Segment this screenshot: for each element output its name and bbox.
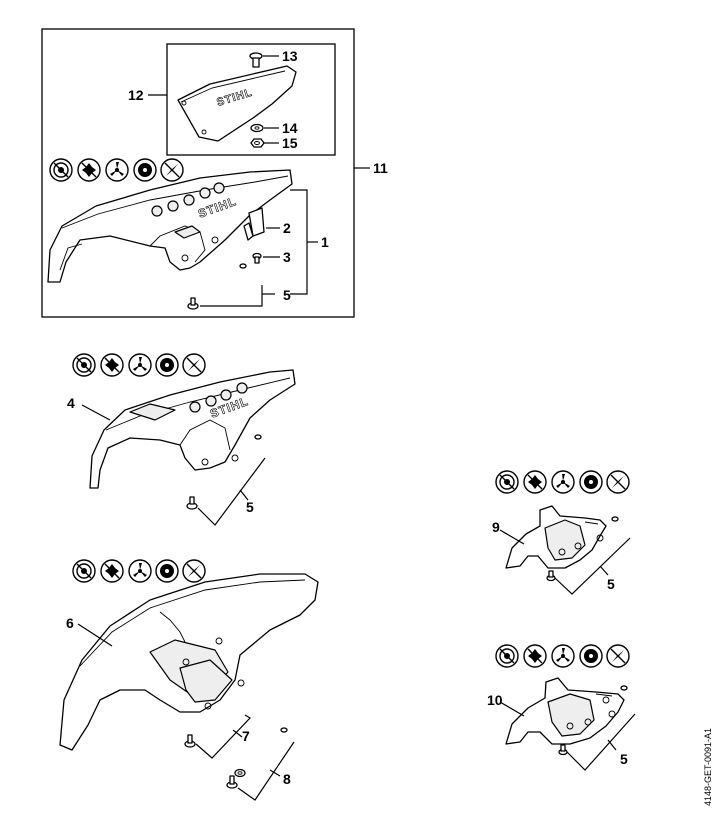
two-blade-icon <box>182 559 206 583</box>
screw-3 <box>252 252 262 264</box>
tool-icons-kit-11 <box>49 158 184 182</box>
shredder-blade-icon <box>579 470 603 494</box>
shredder-blade-icon <box>579 644 603 668</box>
tool-icons-guard-10 <box>495 644 630 668</box>
callout-4: 4 <box>67 395 75 411</box>
three-blade-icon <box>105 158 129 182</box>
tool-icons-guard-4 <box>72 353 206 377</box>
screw-5 <box>187 297 199 310</box>
screw-7 <box>184 734 196 748</box>
four-blade-icon <box>100 559 124 583</box>
four-blade-icon <box>100 353 124 377</box>
document-id: 4148-GET-0091-A1 <box>703 728 713 806</box>
mowing-head-icon <box>72 559 96 583</box>
mowing-head-icon <box>495 470 519 494</box>
callout-6: 6 <box>66 615 74 631</box>
screw-13 <box>249 52 263 68</box>
kit-11-frame <box>41 28 355 318</box>
callout-11: 11 <box>373 160 388 176</box>
callout-5-guard-9: 5 <box>607 576 615 592</box>
shredder-blade-icon <box>155 353 179 377</box>
washer <box>620 685 628 691</box>
washer <box>239 263 247 269</box>
callout-5-guard-10: 5 <box>620 751 628 767</box>
shredder-blade-icon <box>133 158 157 182</box>
mowing-head-icon <box>49 158 73 182</box>
callout-7: 7 <box>242 728 250 744</box>
mowing-head-icon <box>72 353 96 377</box>
guard-10 <box>505 677 625 745</box>
two-blade-icon <box>606 644 630 668</box>
nut-15 <box>250 138 265 148</box>
kit-12-frame <box>166 43 336 156</box>
washer <box>280 727 288 733</box>
callout-5-kit: 5 <box>283 287 291 303</box>
cutting-knife-2 <box>243 207 265 241</box>
three-blade-icon <box>128 353 152 377</box>
callout-2: 2 <box>283 220 291 236</box>
screw-5 <box>558 744 568 756</box>
four-blade-icon <box>523 644 547 668</box>
guard-9 <box>505 505 607 569</box>
four-blade-icon <box>523 470 547 494</box>
washer <box>611 516 619 522</box>
four-blade-icon <box>77 158 101 182</box>
three-blade-icon <box>551 644 575 668</box>
two-blade-icon <box>606 470 630 494</box>
screw-8 <box>226 768 246 789</box>
guard-1: STIHL <box>47 169 293 283</box>
callout-8: 8 <box>283 771 291 787</box>
screw-5 <box>546 570 556 582</box>
cover-plate-12: STIHL <box>177 65 297 142</box>
callout-13: 13 <box>282 48 298 64</box>
callout-10: 10 <box>487 692 503 708</box>
screw-5 <box>186 496 198 510</box>
callout-3: 3 <box>283 249 291 265</box>
three-blade-icon <box>128 559 152 583</box>
two-blade-icon <box>160 158 184 182</box>
tool-icons-guard-9 <box>495 470 630 494</box>
callout-1: 1 <box>321 234 329 250</box>
washer <box>254 434 262 440</box>
callout-5-guard-4: 5 <box>246 499 254 515</box>
tool-icons-guard-6 <box>72 559 206 583</box>
callout-12: 12 <box>128 87 144 103</box>
callout-14: 14 <box>282 120 298 136</box>
callout-15: 15 <box>282 135 298 151</box>
shredder-blade-icon <box>155 559 179 583</box>
mowing-head-icon <box>495 644 519 668</box>
two-blade-icon <box>182 353 206 377</box>
three-blade-icon <box>551 470 575 494</box>
callout-9: 9 <box>492 519 500 535</box>
guard-6 <box>59 573 319 751</box>
guard-4: STIHL <box>89 369 296 489</box>
washer-14 <box>250 123 264 133</box>
